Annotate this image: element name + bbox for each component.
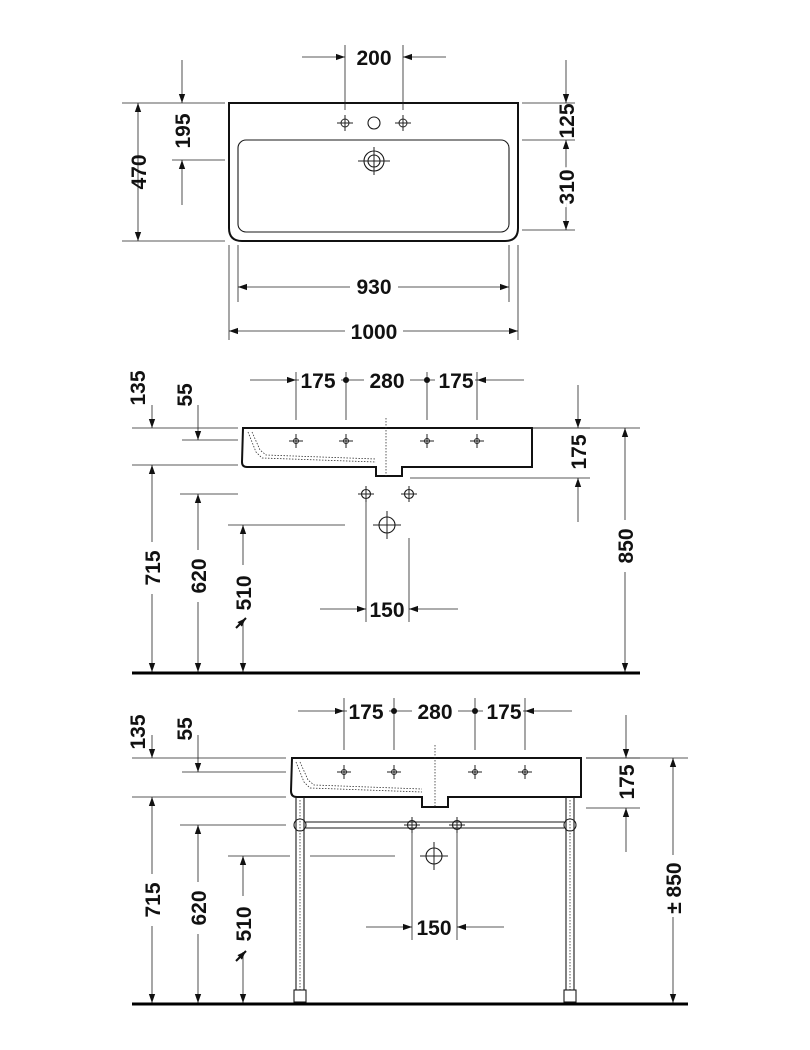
dim-side-620: 620 — [188, 558, 211, 593]
console-leg-left — [293, 797, 307, 1003]
console-view: 175 280 175 135 55 175 850 ± 715 620 — [127, 698, 688, 1006]
supply-holes — [358, 486, 417, 502]
dim-side-175-right: 175 — [438, 370, 473, 393]
waste-outlet-console-icon — [420, 842, 448, 870]
dim-console-175-right: 175 — [486, 701, 521, 724]
basin-outline-top — [228, 102, 519, 242]
dim-console-715: 715 — [142, 882, 165, 917]
dim-bowl-depth: 310 — [556, 169, 579, 204]
dim-side-135: 135 — [127, 370, 150, 405]
dim-console-175-height: 175 — [616, 764, 639, 799]
tolerance-icon: ± — [663, 902, 686, 914]
dim-console-850: 850 — [663, 862, 686, 897]
dim-side-175-left: 175 — [300, 370, 335, 393]
dim-side-175-height: 175 — [568, 434, 591, 469]
dim-side-150: 150 — [369, 599, 404, 622]
dim-inner-width: 930 — [356, 276, 391, 299]
dim-tap-position: 195 — [172, 113, 195, 148]
waste-outlet-icon — [373, 511, 401, 539]
dim-console-175-left: 175 — [348, 701, 383, 724]
dim-side-850: 850 — [615, 528, 638, 563]
dim-console-135: 135 — [127, 714, 150, 749]
console-leg-right — [563, 797, 577, 1003]
tap-marks-side — [289, 434, 484, 448]
basin-side-body — [240, 427, 533, 477]
tap-marks-console — [337, 765, 532, 779]
drain-icon — [358, 147, 390, 175]
tap-hole-center — [367, 116, 381, 130]
dim-top-margin: 125 — [556, 103, 579, 138]
dim-console-510: 510 — [233, 906, 256, 941]
dim-taps-spacing: 200 — [356, 47, 391, 70]
top-view: 200 470 195 125 310 930 1000 — [122, 45, 582, 344]
bowl-outline-top — [237, 139, 510, 233]
dim-side-280: 280 — [369, 370, 404, 393]
dim-width: 1000 — [351, 321, 398, 344]
dim-console-280: 280 — [417, 701, 452, 724]
side-view: 175 280 175 135 55 175 850 715 620 510 — [127, 368, 640, 675]
dim-console-55: 55 — [174, 717, 197, 741]
supply-holes-console — [404, 817, 465, 833]
dim-console-620: 620 — [188, 890, 211, 925]
dim-depth: 470 — [128, 154, 151, 189]
tap-hole-right — [395, 115, 411, 131]
dim-console-150: 150 — [416, 917, 451, 940]
tap-hole-left — [337, 115, 353, 131]
basin-console-body — [289, 757, 582, 808]
dim-side-510: 510 — [233, 575, 256, 610]
dim-side-715: 715 — [142, 550, 165, 585]
dim-side-55: 55 — [174, 383, 197, 407]
